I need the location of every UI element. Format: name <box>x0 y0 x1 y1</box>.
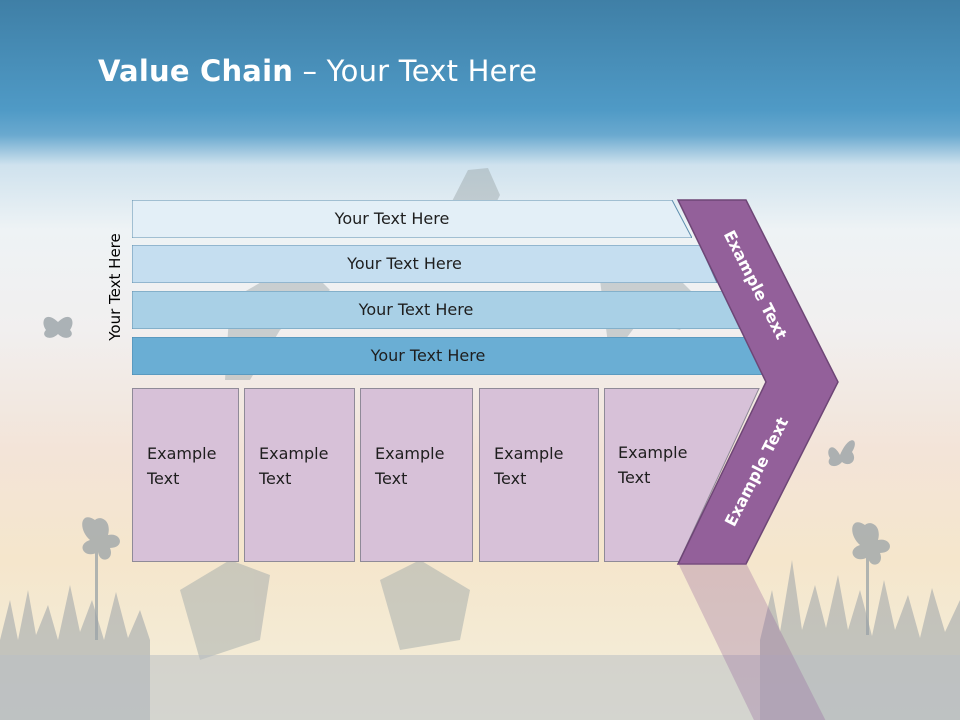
activity-box-2-line1: Example <box>259 444 329 463</box>
reflection: Example Text Example Text Example Text E… <box>0 563 960 720</box>
activity-box-5-line1: Example <box>618 443 688 462</box>
title-rest: – Your Text Here <box>293 54 538 88</box>
bar-2: Your Text Here <box>132 245 717 283</box>
activity-box-3: Example Text <box>360 388 473 562</box>
activity-box-1-line1: Example <box>147 444 217 463</box>
bar-4-shape <box>132 337 764 375</box>
activity-box-5: Example Text <box>604 388 764 562</box>
bar-2-shape <box>132 245 717 283</box>
margin-chevron <box>676 199 839 565</box>
bar-1-label: Your Text Here <box>334 209 450 228</box>
activity-box-4-line1: Example <box>494 444 564 463</box>
activity-box-2: Example Text <box>244 388 355 562</box>
activity-box-3-line2: Text <box>375 469 408 488</box>
activity-box-3-line1: Example <box>375 444 445 463</box>
activity-box-1-line2: Text <box>147 469 180 488</box>
bar-4: Your Text Here <box>132 337 764 375</box>
side-label: Your Text Here <box>106 233 124 341</box>
bar-4-label: Your Text Here <box>370 346 486 365</box>
reflection-chevron <box>678 563 826 720</box>
activity-box-5-line2: Text <box>618 468 651 487</box>
activity-box-2-line2: Text <box>259 469 292 488</box>
bar-3: Your Text Here <box>132 291 740 329</box>
bar-3-shape <box>132 291 740 329</box>
bar-1: Your Text Here <box>132 200 692 238</box>
margin-chevron-shape <box>676 199 839 565</box>
activity-box-4-line2: Text <box>494 469 527 488</box>
activity-box-1: Example Text <box>132 388 239 562</box>
slide-title: Value Chain – Your Text Here <box>98 54 537 88</box>
bar-3-label: Your Text Here <box>358 300 474 319</box>
butterfly-icon <box>43 316 73 338</box>
title-bold: Value Chain <box>98 54 294 88</box>
activity-box-4: Example Text <box>479 388 599 562</box>
bar-2-label: Your Text Here <box>347 254 462 273</box>
bar-1-shape <box>132 200 692 238</box>
